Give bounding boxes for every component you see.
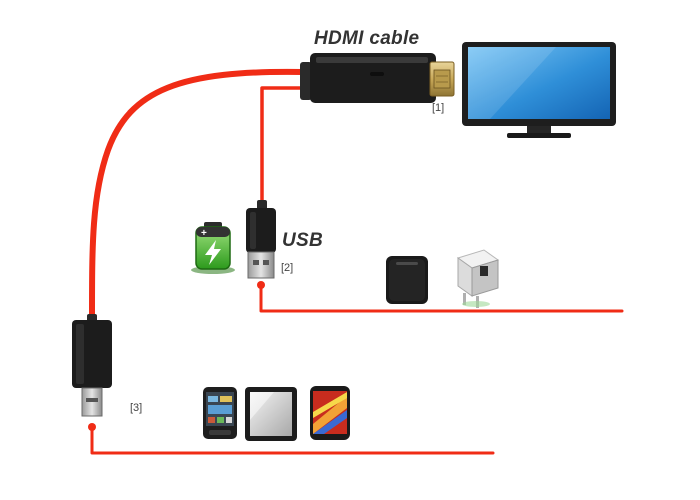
micro-line-end-dot: [88, 423, 96, 431]
monitor-icon: [462, 42, 616, 138]
main-cable: [89, 68, 306, 321]
svg-text:+: +: [201, 228, 207, 239]
wall-charger-icon: [456, 249, 500, 308]
usb-branch-cable: [260, 86, 305, 209]
usb-line-end-dot: [257, 281, 265, 289]
hdmi-plug-icon: [300, 53, 455, 103]
hdmi-cable-label: HDMI cable: [314, 28, 420, 49]
marker-2-label: [2]: [281, 262, 294, 274]
usb-label: USB: [282, 230, 324, 251]
marker-1-label: [1]: [432, 102, 445, 114]
phone-icon: [203, 387, 237, 439]
cable-lines: [88, 68, 624, 455]
usb-plug-icon: [246, 200, 276, 279]
micro-usb-plug-icon: [72, 314, 112, 417]
battery-icon: +: [191, 222, 235, 274]
smartphone-icon: [310, 386, 350, 440]
tablet-icon: [245, 387, 297, 441]
power-bank-icon: [386, 256, 428, 304]
micro-usb-device-line: [90, 425, 495, 455]
usb-device-line: [259, 283, 624, 313]
marker-3-label: [3]: [130, 402, 143, 414]
